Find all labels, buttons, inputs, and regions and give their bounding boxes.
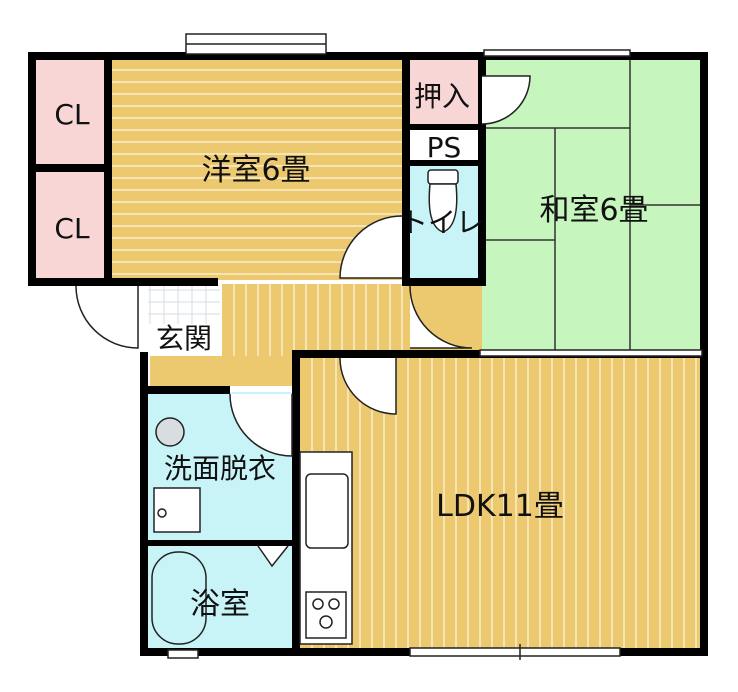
western-room-floor-lines <box>106 69 406 275</box>
closet-lower-label: CL <box>54 212 90 245</box>
kitchen-sink-icon <box>299 451 353 645</box>
hallway-floor-lower <box>150 356 292 386</box>
oshiire-label: 押入 <box>414 80 470 113</box>
bathtub-icon <box>151 551 207 645</box>
door-swings <box>75 75 531 568</box>
washroom-label: 洗面脱衣 <box>164 452 276 485</box>
bathroom-label: 浴室 <box>190 587 250 622</box>
toilet-label: トイレ <box>400 206 484 239</box>
closet-upper-floor <box>34 58 106 166</box>
western-room-label: 洋室6畳 <box>201 153 310 188</box>
hallway-floor-lines <box>233 284 403 356</box>
windows <box>167 33 703 660</box>
closet-upper-label: CL <box>54 98 90 131</box>
genkan-label: 玄関 <box>156 322 212 355</box>
toilet-icon <box>427 169 459 233</box>
ldk-floor <box>298 358 702 650</box>
genkan-tile-grid <box>148 286 220 324</box>
ldk-label: LDK11畳 <box>436 489 564 524</box>
ps-floor <box>406 128 482 164</box>
genkan-floor <box>140 284 222 356</box>
closet-lower-floor <box>34 172 106 280</box>
tatami-lines <box>482 58 702 352</box>
oshiire-floor <box>406 58 482 126</box>
washbasin-icon <box>155 417 185 447</box>
ps-label: PS <box>427 131 462 164</box>
japanese-room-label: 和室6畳 <box>539 193 648 228</box>
washing-machine-pan-icon <box>153 487 201 533</box>
